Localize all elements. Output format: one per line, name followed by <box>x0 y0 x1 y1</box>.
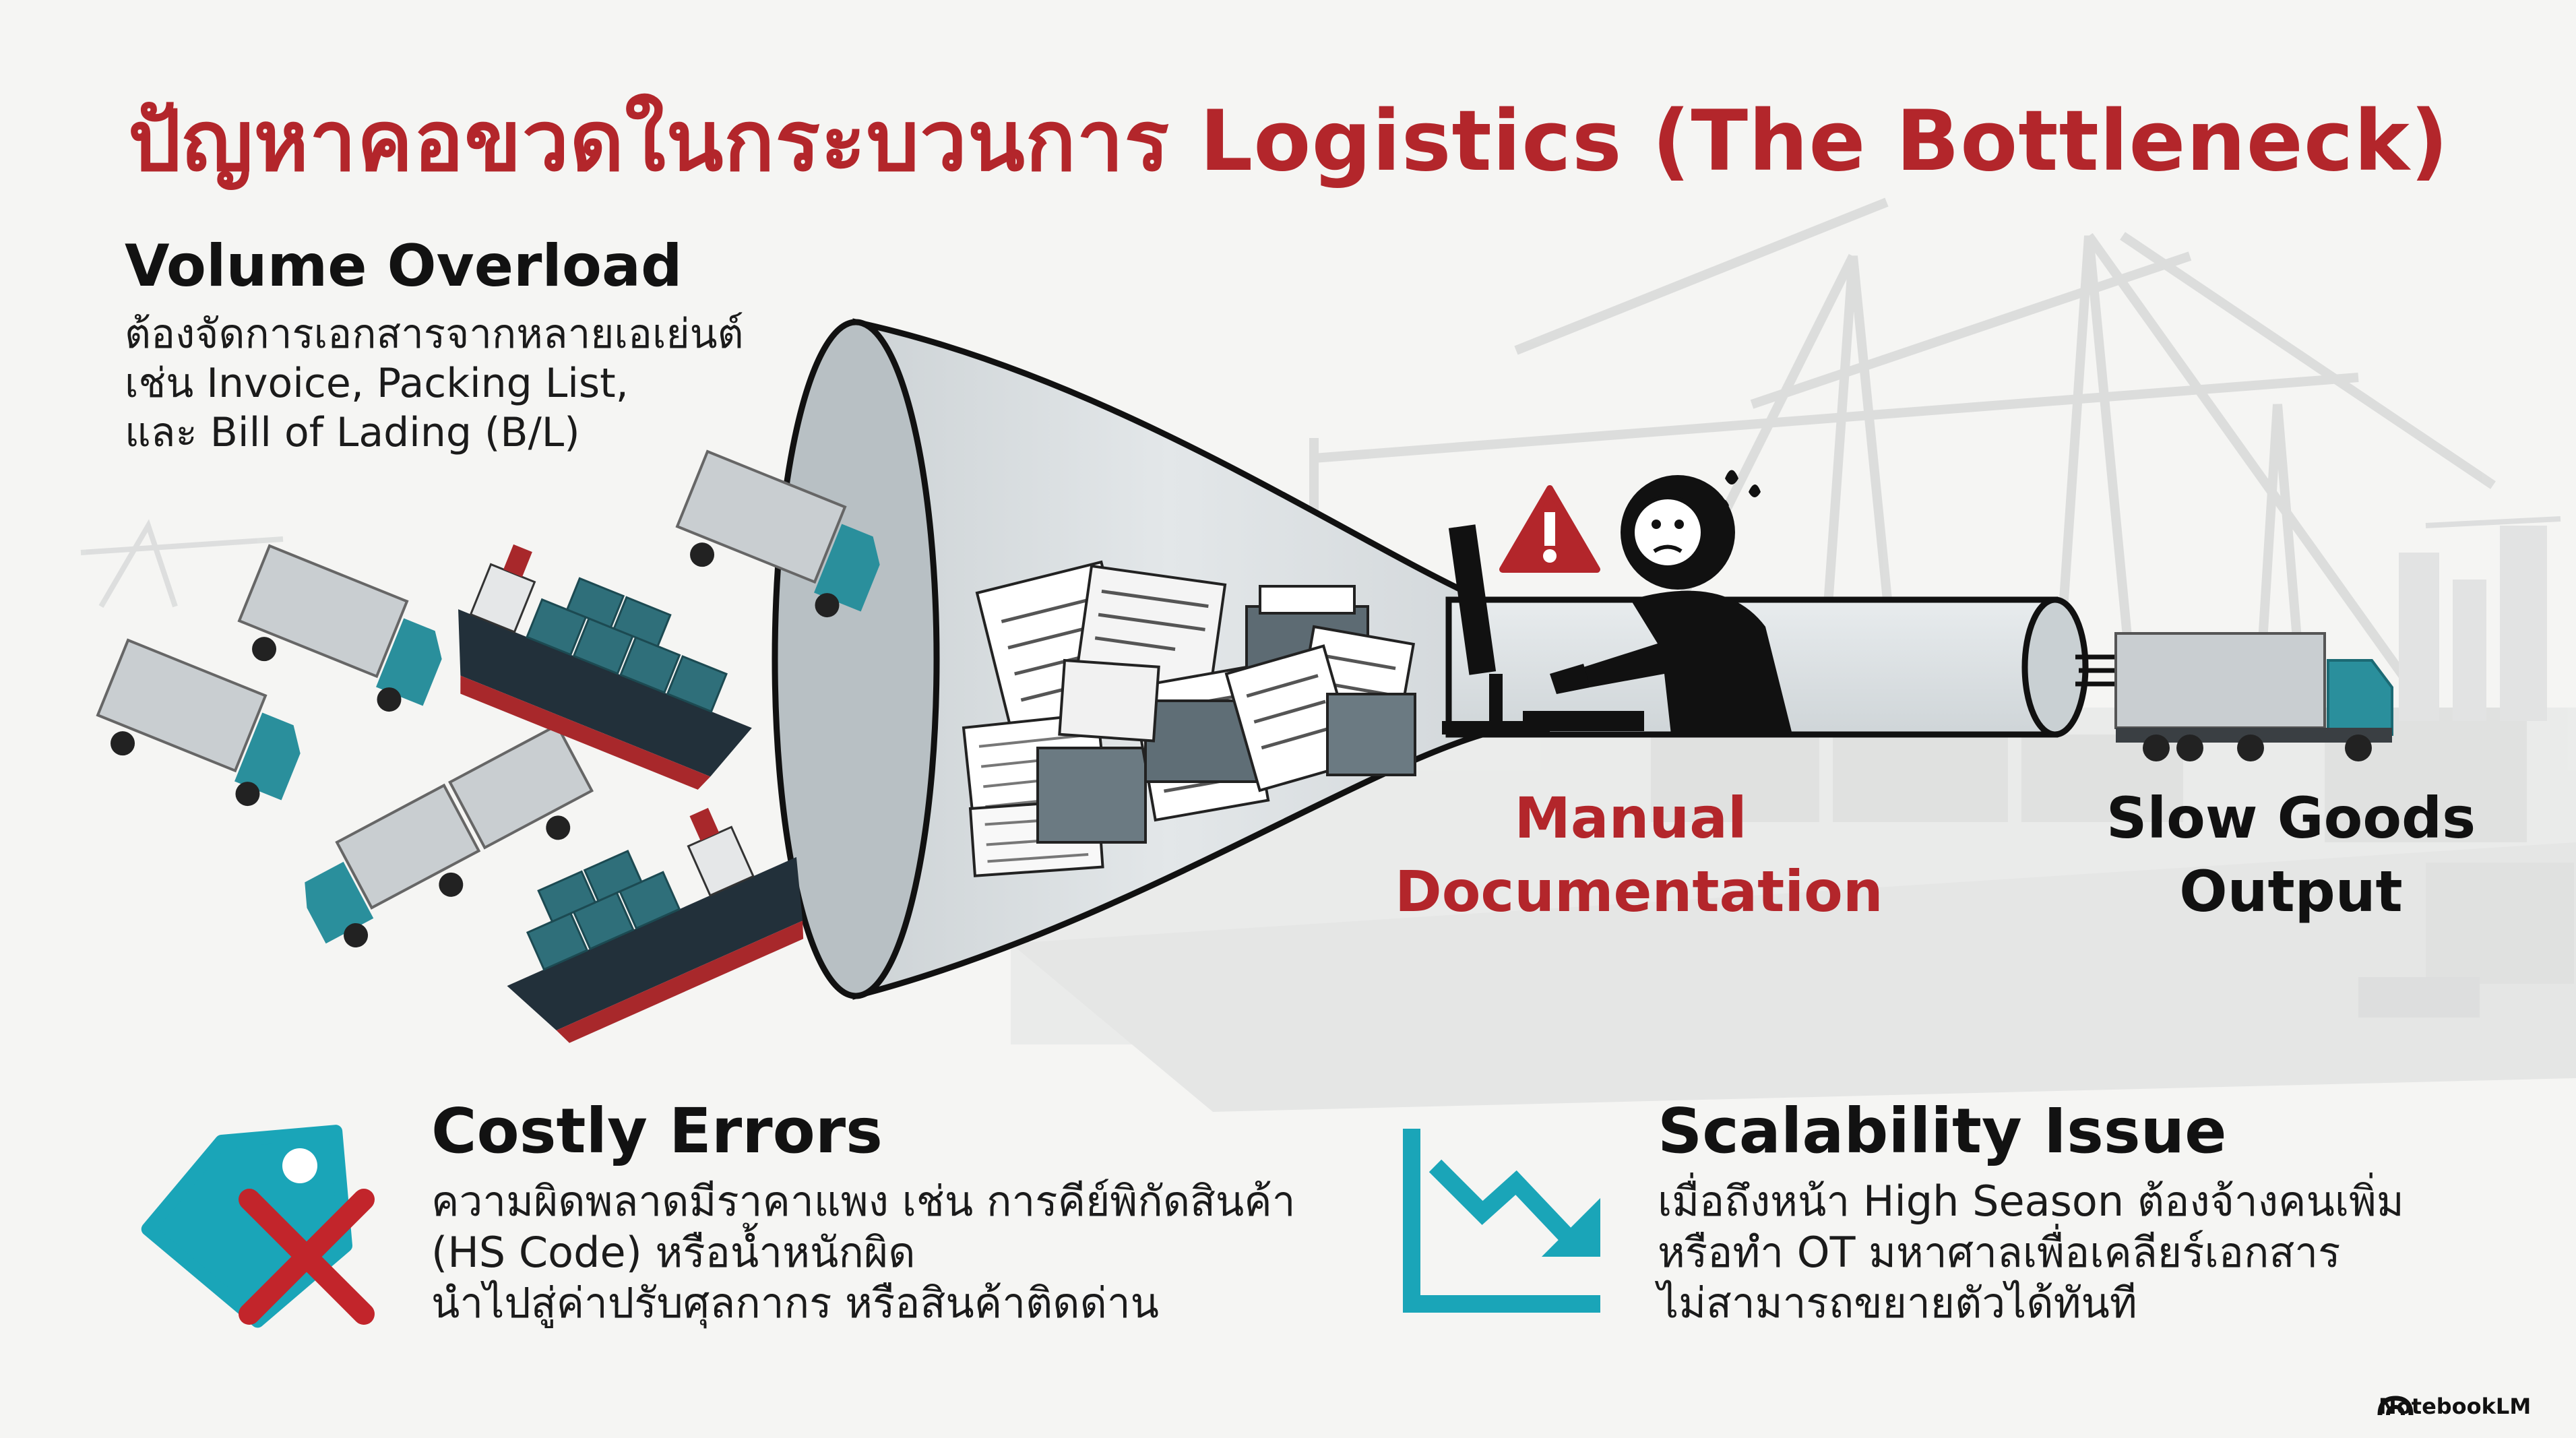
worker-figure <box>1442 470 1792 734</box>
container-ship <box>458 544 752 790</box>
volume-overload-heading: Volume Overload <box>125 232 683 300</box>
scalability-issue-description: เมื่อถึงหน้า High Season ต้องจ้างคนเพิ่ม… <box>1658 1176 2404 1329</box>
brand-label: NotebookLM <box>2379 1394 2532 1419</box>
trend-down-chart-icon <box>1403 1129 1600 1313</box>
output-truck <box>2114 632 2393 761</box>
volume-overload-line: และ Bill of Lading (B/L) <box>125 409 580 457</box>
input-truck <box>96 638 301 807</box>
volume-overload-line: ต้องจัดการเอกสารจากหลายเอเย่นต์ <box>125 311 744 358</box>
notebooklm-logo-icon <box>2377 1396 2414 1416</box>
warning-triangle-icon <box>1499 485 1600 573</box>
input-truck-double <box>305 723 594 947</box>
costly-errors-line: ความผิดพลาดมีราคาแพง เช่น การคีย์พิกัดสิ… <box>431 1177 1296 1226</box>
page-title: ปัญหาคอขวดในกระบวนการ Logistics (The Bot… <box>128 93 2449 190</box>
scalability-issue-heading: Scalability Issue <box>1658 1095 2227 1167</box>
scalability-line: เมื่อถึงหน้า High Season ต้องจ้างคนเพิ่ม <box>1658 1177 2404 1226</box>
costly-errors-line: (HS Code) หรือน้ำหนักผิด <box>431 1227 916 1277</box>
manual-label-line: Documentation <box>1395 858 1883 925</box>
scalability-line: หรือทำ OT มหาศาลเพื่อเคลียร์เอกสาร <box>1658 1227 2341 1277</box>
output-label-line: Slow Goods <box>2106 785 2476 851</box>
output-label-line: Output <box>2179 858 2403 925</box>
costly-errors-heading: Costly Errors <box>431 1095 883 1167</box>
slow-goods-output-label: Slow Goods Output <box>2089 782 2493 929</box>
costly-errors-line: นำไปสู่ค่าปรับศุลกากร หรือสินค้าติดด่าน <box>431 1278 1160 1328</box>
volume-overload-description: ต้องจัดการเอกสารจากหลายเอเย่นต์ เช่น Inv… <box>125 310 744 458</box>
paper-pile <box>962 560 1416 877</box>
manual-label-line: Manual <box>1514 785 1747 851</box>
volume-overload-line: เช่น Invoice, Packing List, <box>125 360 629 408</box>
container-ship <box>507 807 804 1043</box>
scalability-line: ไม่สามารถขยายตัวได้ทันที <box>1658 1278 2137 1328</box>
manual-documentation-label: Manual Documentation <box>1395 782 1883 929</box>
costly-errors-description: ความผิดพลาดมีราคาแพง เช่น การคีย์พิกัดสิ… <box>431 1176 1296 1329</box>
output-speed-lines <box>2075 654 2116 687</box>
input-truck <box>675 449 880 618</box>
price-tag-x-icon <box>141 1125 375 1328</box>
input-truck <box>237 544 442 712</box>
